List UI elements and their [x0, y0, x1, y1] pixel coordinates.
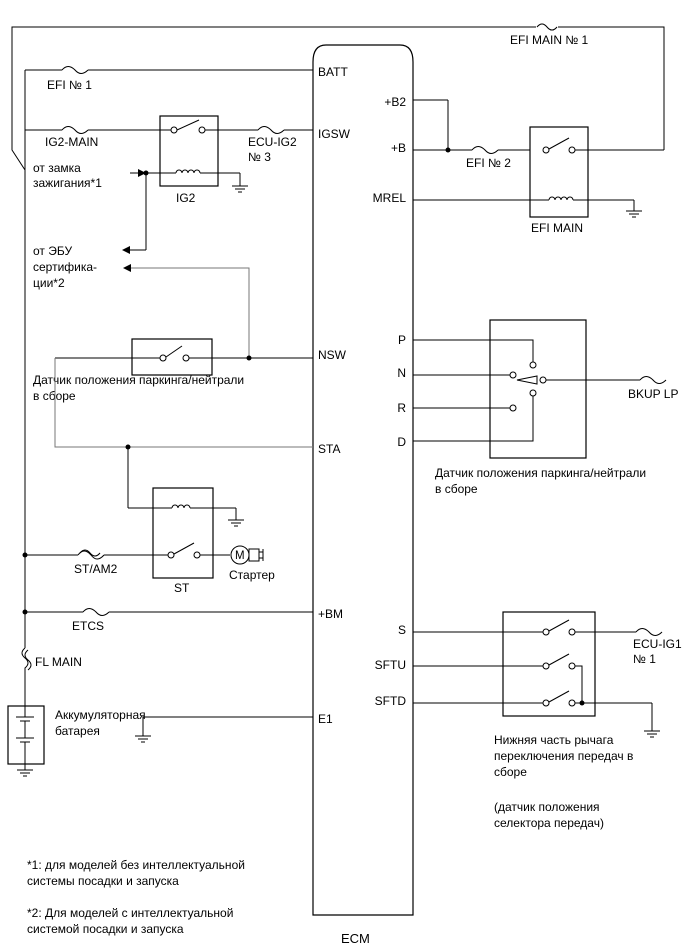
shift-lever-box: [502, 611, 596, 717]
ig2-main-fuse: [61, 126, 89, 134]
ig2-coil: [175, 169, 201, 174]
wire-sta: [54, 358, 313, 448]
st-relay: [152, 487, 214, 579]
label-cert-2: сертифика-: [33, 260, 97, 274]
battery: [7, 705, 45, 765]
pin-p: P: [398, 333, 406, 347]
efi-main-coil: [548, 196, 574, 201]
pin-mrel: MREL: [373, 191, 407, 205]
label-efi-main1: EFI MAIN № 1: [510, 33, 589, 47]
label-shift-lever-1: Нижняя часть рычага: [494, 733, 614, 747]
label-etcs: ETCS: [72, 619, 104, 633]
pn-switch-right: [489, 319, 587, 459]
pin-nsw: NSW: [318, 348, 347, 362]
pin-d: D: [397, 435, 406, 449]
label-shift-sensor-2: селектора передач): [494, 816, 604, 830]
label-pn-left-2: в сборе: [33, 389, 76, 403]
label-cert-3: ции*2: [33, 276, 65, 290]
pin-igsw: IGSW: [318, 127, 351, 141]
bkup-lp-fuse: [639, 376, 667, 384]
pin-sftd: SFTD: [375, 694, 407, 708]
st-coil: [171, 504, 191, 509]
label-shift-sensor-1: (датчик положения: [494, 800, 600, 814]
label-ecu-ig1-no: № 1: [633, 652, 656, 666]
note2-line1: *2: Для моделей с интеллектуальной: [27, 906, 233, 920]
label-ignition-2: зажигания*1: [33, 176, 102, 190]
label-shift-lever-3: сборе: [494, 765, 527, 779]
note1-line1: *1: для моделей без интеллектуальной: [27, 858, 245, 872]
label-battery-2: батарея: [55, 724, 100, 738]
pin-batt: BATT: [318, 65, 348, 79]
wire-efi-main1-loop: [11, 26, 665, 171]
label-pn-right-2: в сборе: [435, 482, 478, 496]
label-st-relay: ST: [174, 581, 190, 595]
label-ecu-ig1: ECU-IG1: [633, 637, 682, 651]
note2-line2: системой посадки и запуска: [27, 922, 184, 936]
label-st-am2: ST/AM2: [74, 562, 118, 576]
pin-b2: +B2: [384, 95, 406, 109]
ecu-ig2-fuse: [257, 126, 285, 134]
pn-switch-left: [131, 338, 213, 376]
pin-r: R: [397, 401, 406, 415]
efi1-fuse: [61, 66, 89, 74]
etcs-fuse: [82, 608, 110, 616]
label-efi1: EFI № 1: [47, 78, 92, 92]
label-ig2-relay: IG2: [176, 191, 196, 205]
label-efi-main-relay: EFI MAIN: [531, 221, 583, 235]
label-pn-right-1: Датчик положения паркинга/нейтрали: [435, 466, 646, 480]
ig2-relay: [159, 115, 219, 187]
ecu-ig1-fuse: [635, 628, 663, 636]
pn-wiper: [516, 375, 538, 385]
label-bkup-lp: BKUP LP: [628, 387, 678, 401]
pin-b: +B: [391, 141, 406, 155]
efi2-fuse: [471, 146, 499, 154]
wire-e1: [142, 716, 313, 736]
pin-n: N: [397, 366, 406, 380]
pin-sta: STA: [318, 442, 340, 456]
ecm-box: [312, 44, 414, 916]
label-cert-1: от ЭБУ: [33, 244, 72, 258]
note1-line2: системы посадки и запуска: [27, 874, 179, 888]
pin-s: S: [398, 623, 406, 637]
label-starter: Стартер: [229, 568, 275, 582]
motor-symbol: M: [235, 550, 245, 562]
label-fl-main: FL MAIN: [35, 655, 82, 669]
pin-bm: +BM: [318, 607, 343, 621]
label-ecu-ig2-no: № 3: [248, 150, 271, 164]
label-ig2-main: IG2-MAIN: [45, 135, 98, 149]
fl-main-fuse: [21, 647, 29, 678]
efi-main-relay: [529, 126, 589, 218]
label-battery-1: Аккумуляторная: [55, 708, 146, 722]
label-ignition-1: от замка: [33, 161, 81, 175]
wire-cert-in: [130, 267, 250, 358]
label-pn-left-1: Датчик положения паркинга/нейтрали: [33, 373, 244, 387]
pin-sftu: SFTU: [375, 658, 406, 672]
label-shift-lever-2: переключения передач в: [494, 749, 633, 763]
label-efi2: EFI № 2: [466, 156, 511, 170]
ecm-label: ECM: [341, 931, 370, 946]
pin-e1: E1: [318, 712, 333, 726]
label-ecu-ig2: ECU-IG2: [248, 135, 297, 149]
